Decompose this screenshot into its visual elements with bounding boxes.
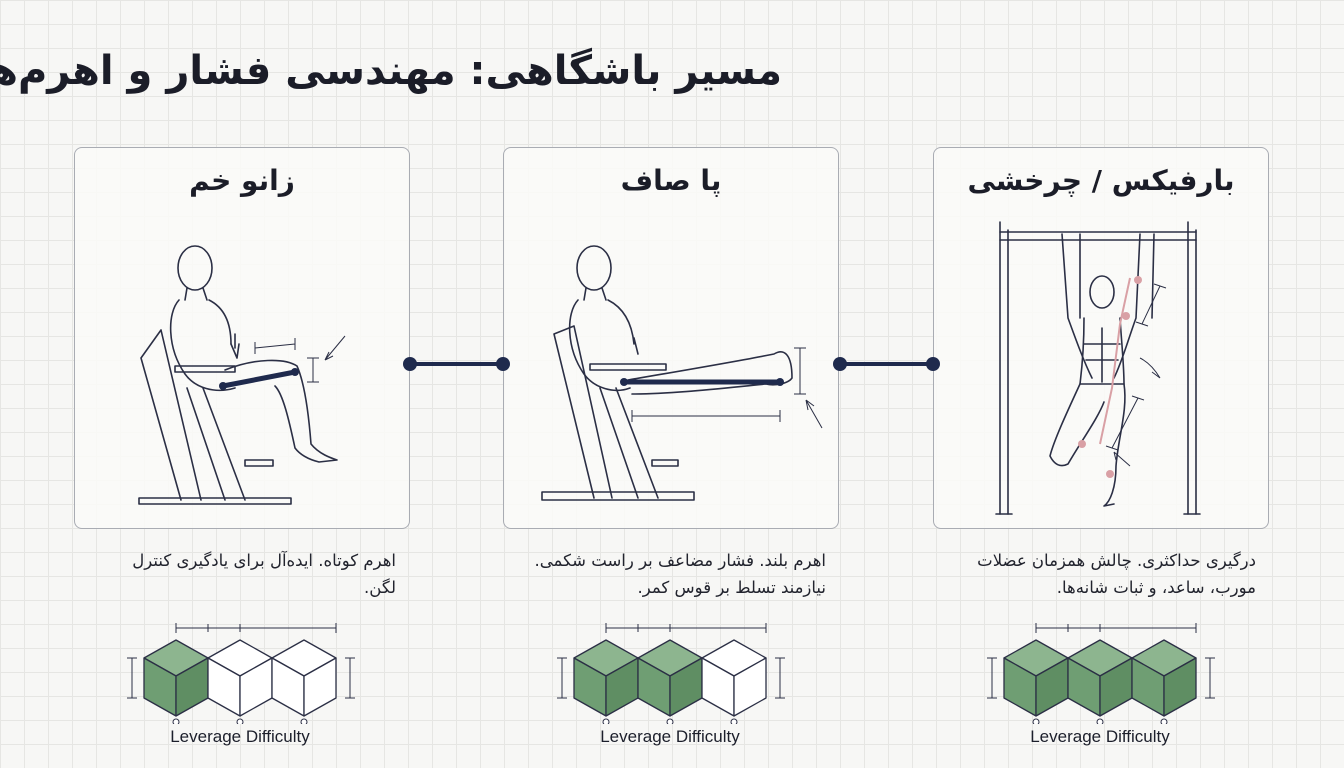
difficulty-cube-empty	[271, 639, 337, 724]
description-line: لگن.	[364, 578, 396, 597]
card-heading: پا صاف	[620, 164, 722, 197]
description-line: مورب، ساعد، و ثبات شانه‌ها.	[1056, 578, 1256, 597]
card-straight-leg: پا صاف	[503, 147, 839, 529]
pullup-bar-figure-icon	[995, 221, 1201, 515]
straight-leg-chair-figure-icon	[541, 245, 823, 501]
dimension-marks	[557, 623, 785, 699]
difficulty-cube-filled	[573, 639, 639, 724]
difficulty-cube-empty	[701, 639, 767, 724]
description-line: نیازمند تسلط بر قوس کمر.	[637, 578, 826, 597]
dimension-marks	[127, 623, 355, 699]
card-description-pullup: درگیری حداکثری. چالش همزمان عضلات مورب، …	[926, 547, 1256, 601]
cube-difficulty-meter-icon	[557, 623, 785, 724]
page-title: مسیر باشگاهی: مهندسی فشار و اهرم‌ها	[0, 48, 782, 94]
bent-knee-chair-figure-icon	[138, 245, 346, 505]
card-heading: بارفیکس / چرخشی	[967, 164, 1235, 197]
connector-link-icon	[833, 357, 940, 371]
dimension-marks	[987, 623, 1215, 699]
difficulty-cube-filled	[1067, 639, 1133, 724]
meter-label: Leverage Difficulty	[1030, 727, 1170, 746]
card-description-straight-leg: اهرم بلند. فشار مضاعف بر راست شکمی. نیاز…	[496, 547, 826, 601]
card-heading: زانو خم	[189, 164, 295, 197]
difficulty-cube-empty	[207, 639, 273, 724]
difficulty-cube-filled	[1003, 639, 1069, 724]
connector-link-icon	[403, 357, 510, 371]
difficulty-cube-filled	[1131, 639, 1197, 724]
cube-difficulty-meter-icon	[987, 623, 1215, 724]
card-bent-knee: زانو خم	[74, 147, 410, 529]
card-pullup: بارفیکس / چرخشی	[933, 147, 1269, 529]
meter-label: Leverage Difficulty	[170, 727, 310, 746]
difficulty-cube-filled	[143, 639, 209, 724]
difficulty-cube-filled	[637, 639, 703, 724]
description-line: اهرم بلند. فشار مضاعف بر راست شکمی.	[534, 551, 826, 570]
description-line: اهرم کوتاه. ایده‌آل برای یادگیری کنترل	[132, 551, 396, 570]
cube-difficulty-meter-icon	[127, 623, 355, 724]
card-description-bent-knee: اهرم کوتاه. ایده‌آل برای یادگیری کنترل ل…	[66, 547, 396, 601]
meter-label: Leverage Difficulty	[600, 727, 740, 746]
description-line: درگیری حداکثری. چالش همزمان عضلات	[977, 551, 1256, 570]
